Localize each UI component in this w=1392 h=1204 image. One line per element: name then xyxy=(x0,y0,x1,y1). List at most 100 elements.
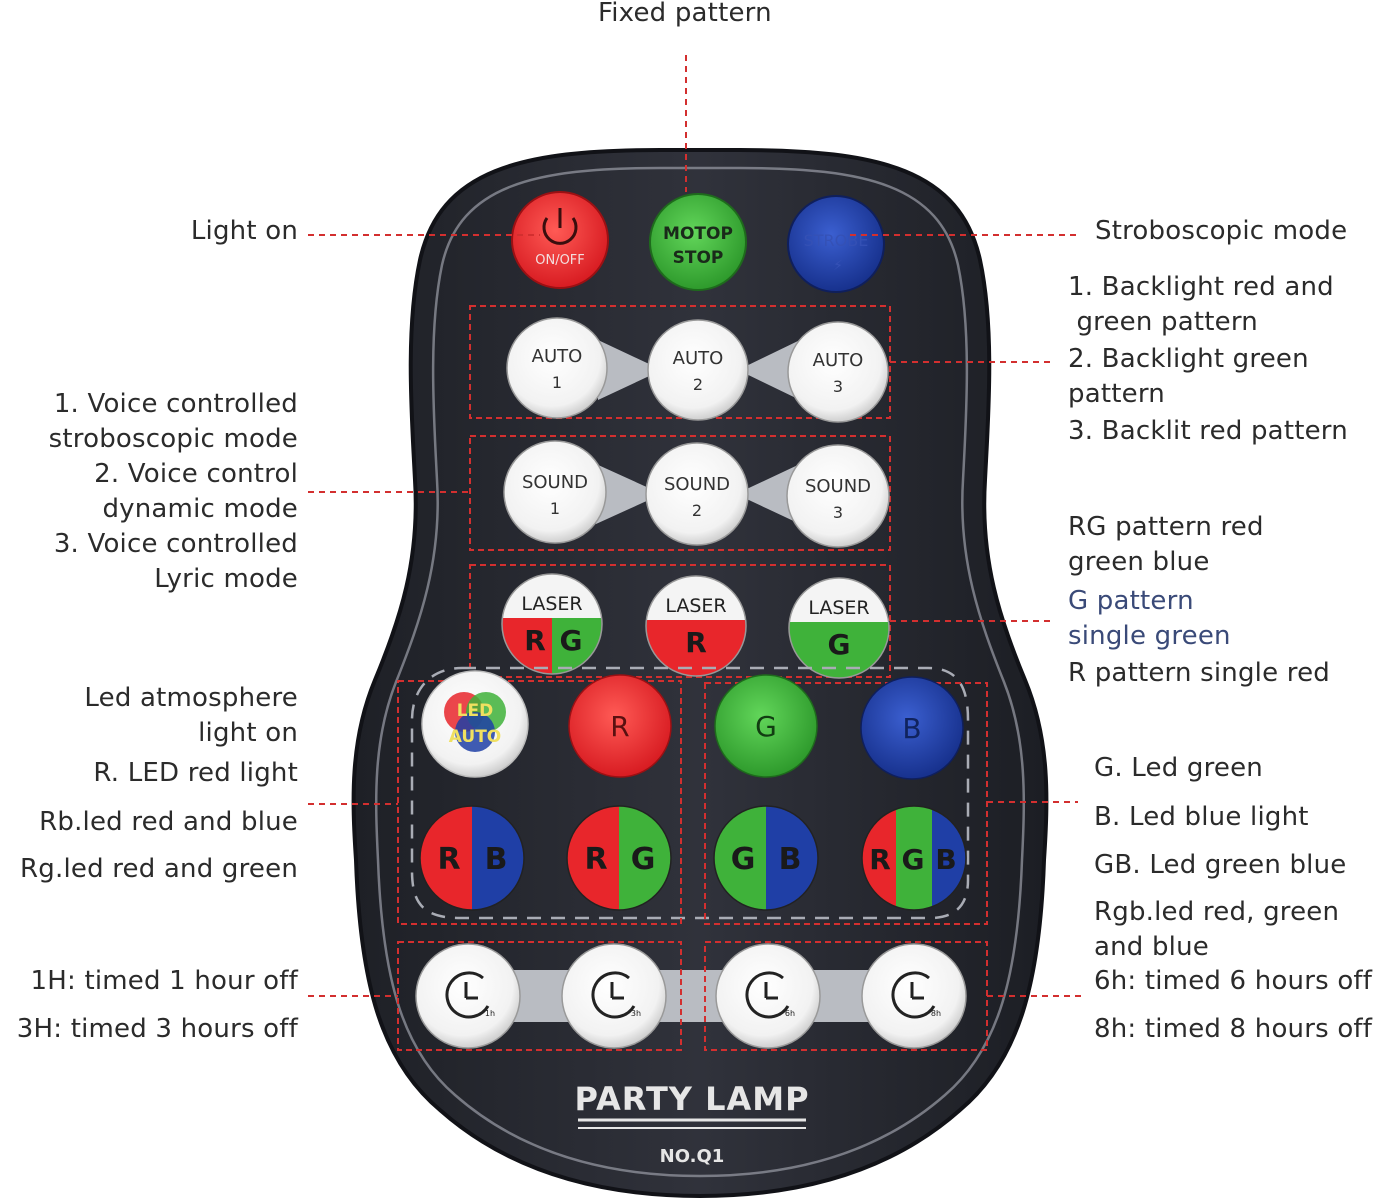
timer-3h-button[interactable]: 3h xyxy=(561,943,667,1049)
auto-3-label: AUTO xyxy=(813,350,864,371)
led-atmo-line-2: light on xyxy=(198,718,298,748)
led-b-label: B xyxy=(902,712,921,745)
led-rb-r: R xyxy=(437,842,460,877)
led-rgb-b: B xyxy=(935,843,956,876)
auto-2-num: 2 xyxy=(693,375,703,394)
sound-2-num: 2 xyxy=(692,501,702,520)
clock-icon xyxy=(891,971,936,1019)
rgb-line-2: and blue xyxy=(1094,932,1209,962)
led-g-label: G xyxy=(755,710,777,743)
label-timer-3h: 3H: timed 3 hours off xyxy=(16,1014,298,1044)
led-rgb-g: G xyxy=(902,843,925,876)
auto-1-num: 1 xyxy=(552,373,562,392)
led-gb-b: B xyxy=(779,842,802,877)
strobe-button[interactable]: STROBE ⚡ xyxy=(787,195,885,293)
label-backlight-group: 1. Backlight red and green pattern 2. Ba… xyxy=(1068,270,1348,449)
rgb-line-1: Rgb.led red, green xyxy=(1094,897,1340,927)
led-panel-inner-outline xyxy=(410,666,970,920)
label-fixed-pattern: Fixed pattern xyxy=(598,0,772,28)
sound-connector-1 xyxy=(596,464,662,524)
label-laser-group: RG pattern red green blue G pattern sing… xyxy=(1068,510,1330,691)
backlight-line-1: 1. Backlight red and xyxy=(1068,272,1334,302)
sound-connector-2 xyxy=(736,464,800,524)
label-led-atmosphere: Led atmosphere light on xyxy=(84,681,298,751)
led-rgb-r: R xyxy=(869,843,891,876)
label-timer-8h: 8h: timed 8 hours off xyxy=(1094,1014,1373,1044)
led-r-button[interactable]: R xyxy=(568,674,672,778)
timer-1h-label: 1h xyxy=(485,1009,495,1018)
auto-3-button[interactable]: AUTO 3 xyxy=(787,321,889,423)
auto-1-label: AUTO xyxy=(532,346,583,367)
onoff-label: ON/OFF xyxy=(535,253,585,268)
g-pattern-line-1: G pattern xyxy=(1068,586,1194,616)
laser-g-button[interactable]: LASER G xyxy=(787,576,897,682)
laser-r-letter: R xyxy=(685,626,707,659)
label-rb-led: Rb.led red and blue xyxy=(39,807,298,837)
auto-2-button[interactable]: AUTO 2 xyxy=(647,319,749,421)
led-r-label: R xyxy=(610,710,629,743)
backlight-line-4: pattern xyxy=(1068,379,1165,409)
backlight-line-5: 3. Backlit red pattern xyxy=(1068,416,1348,446)
label-stroboscopic: Stroboscopic mode xyxy=(1095,216,1348,246)
voice-line-2: stroboscopic mode xyxy=(48,424,298,454)
clock-icon xyxy=(445,971,490,1019)
auto-1-button[interactable]: AUTO 1 xyxy=(506,317,608,419)
sound-2-button[interactable]: SOUND 2 xyxy=(645,442,749,546)
voice-line-5: 3. Voice controlled xyxy=(53,529,298,559)
power-icon xyxy=(542,208,578,245)
timer-8h-label: 8h xyxy=(931,1009,941,1018)
led-atmo-line-1: Led atmosphere xyxy=(84,683,298,713)
voice-line-6: Lyric mode xyxy=(154,564,298,594)
led-rb-b: B xyxy=(485,842,508,877)
backlight-line-3: 2. Backlight green xyxy=(1068,344,1309,374)
clock-icon xyxy=(745,971,790,1019)
led-b-button[interactable]: B xyxy=(860,676,964,780)
label-g-led: G. Led green xyxy=(1094,753,1263,783)
motop-stop-button[interactable]: MOTOP STOP xyxy=(649,193,747,291)
auto-2-label: AUTO xyxy=(673,348,724,369)
laser-r-label: LASER xyxy=(665,595,726,617)
stop-label: STOP xyxy=(673,248,724,268)
led-gb-g: G xyxy=(731,842,756,877)
sound-2-label: SOUND xyxy=(664,474,730,495)
led-auto-line2: AUTO xyxy=(449,727,502,747)
voice-line-1: 1. Voice controlled xyxy=(53,389,298,419)
onoff-button[interactable]: ON/OFF xyxy=(511,191,609,289)
rg-pattern-line-1: RG pattern red xyxy=(1068,512,1264,542)
led-right-group-frame xyxy=(704,682,988,925)
laser-rg-g: G xyxy=(560,624,583,657)
laser-rg-r: R xyxy=(524,624,546,657)
label-rg-led: Rg.led red and green xyxy=(20,854,298,884)
led-auto-line1: LED xyxy=(457,701,494,721)
sound-3-button[interactable]: SOUND 3 xyxy=(786,444,890,548)
rg-pattern-line-2: green blue xyxy=(1068,547,1210,577)
timer-1h-button[interactable]: 1h xyxy=(415,943,521,1049)
backlight-line-2: green pattern xyxy=(1068,307,1258,337)
label-voice-group: 1. Voice controlled stroboscopic mode 2.… xyxy=(49,387,298,597)
clock-icon xyxy=(591,971,636,1019)
g-pattern-line-2: single green xyxy=(1068,621,1231,651)
auto-connector-1 xyxy=(598,340,662,400)
label-light-on: Light on xyxy=(190,216,298,246)
laser-g-label: LASER xyxy=(808,597,869,619)
label-gb-led: GB. Led green blue xyxy=(1094,850,1347,880)
timer-8h-button[interactable]: 8h xyxy=(861,943,967,1049)
auto-connector-2 xyxy=(738,340,800,400)
sound-3-label: SOUND xyxy=(805,476,871,497)
laser-g-letter: G xyxy=(828,628,851,661)
sound-1-button[interactable]: SOUND 1 xyxy=(503,440,607,544)
timer-6h-label: 6h xyxy=(785,1009,795,1018)
sound-1-label: SOUND xyxy=(522,472,588,493)
led-auto-button[interactable]: LED AUTO xyxy=(421,670,529,778)
led-rg-r: R xyxy=(584,842,607,877)
label-rgb-led: Rgb.led red, green and blue xyxy=(1094,895,1339,965)
led-g-button[interactable]: G xyxy=(714,674,818,778)
sound-3-num: 3 xyxy=(833,503,843,522)
timer-6h-button[interactable]: 6h xyxy=(715,943,821,1049)
model-number: NO.Q1 xyxy=(660,1146,725,1167)
timer-3h-label: 3h xyxy=(631,1009,641,1018)
label-timer-6h: 6h: timed 6 hours off xyxy=(1094,966,1373,996)
label-r-led: R. LED red light xyxy=(93,758,298,788)
brand-title: PARTY LAMP xyxy=(574,1080,809,1118)
